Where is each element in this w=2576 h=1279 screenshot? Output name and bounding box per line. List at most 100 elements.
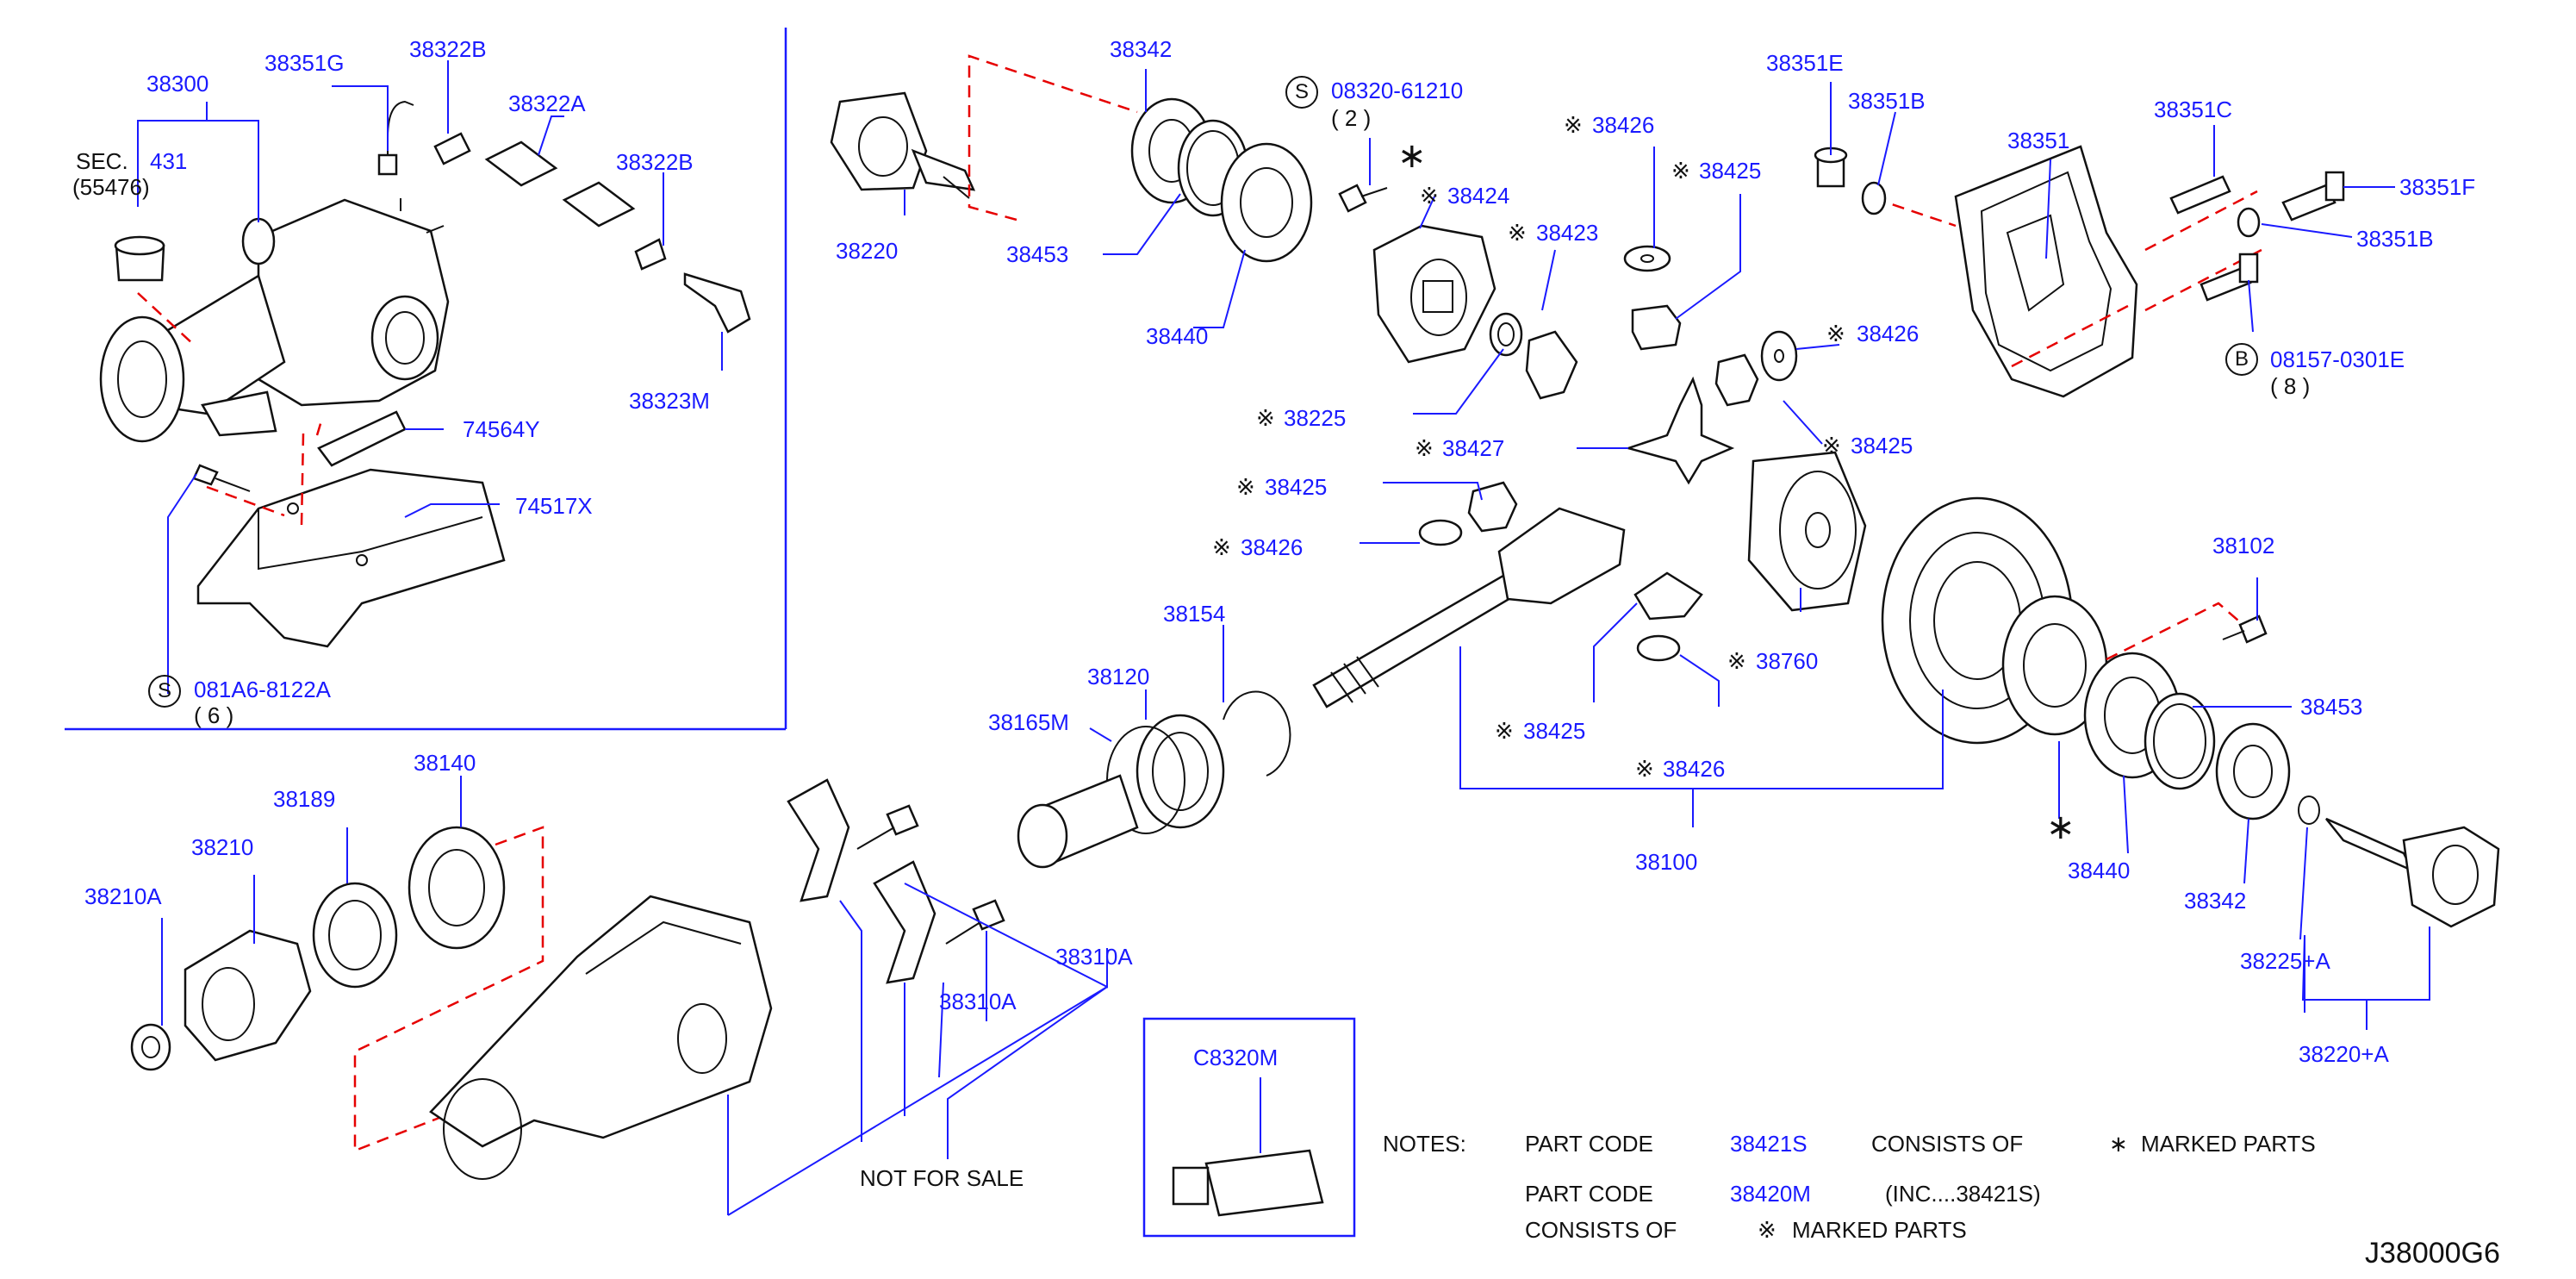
part-label-38322B[interactable]: 38322B <box>409 36 487 62</box>
guide-line <box>1873 197 1957 228</box>
part-label-38425[interactable]: 38425 <box>1851 433 1913 459</box>
part-label-38351B[interactable]: 38351B <box>2356 226 2434 252</box>
sealant-box-frame <box>1142 1017 1356 1238</box>
part-label-38323M[interactable]: 38323M <box>629 388 710 414</box>
differential-assembly-drawing <box>99 198 450 443</box>
part-label-38425[interactable]: 38425 <box>1265 474 1328 500</box>
pilot-bearing-38154-drawing <box>1223 690 1291 777</box>
notes-part-code-38420M[interactable]: 38420M <box>1730 1181 1811 1207</box>
part-label-38426[interactable]: 38426 <box>1241 534 1304 560</box>
guide-line <box>315 417 324 436</box>
part-label-38426[interactable]: 38426 <box>1857 321 1920 346</box>
part-label-38210[interactable]: 38210 <box>191 834 254 860</box>
part-label-38425[interactable]: 38425 <box>1699 158 1762 184</box>
sheet-code: J38000G6 <box>2365 1237 2500 1270</box>
part-label-38342[interactable]: 38342 <box>2184 888 2247 914</box>
part-label-38351E[interactable]: 38351E <box>1766 50 1844 76</box>
stud-38351C-drawing <box>2169 175 2231 215</box>
part-label-38426[interactable]: 38426 <box>1663 756 1726 782</box>
pinion-38425-right-drawing <box>1714 353 1759 407</box>
part-label-08157-0301E[interactable]: 08157-0301E <box>2270 346 2405 372</box>
flange-38210-drawing <box>184 929 312 1062</box>
part-label-38351C[interactable]: 38351C <box>2154 97 2233 122</box>
guide-line <box>353 826 544 1152</box>
part-label-38102[interactable]: 38102 <box>2212 533 2275 558</box>
part-label-38351F[interactable]: 38351F <box>2399 174 2476 200</box>
side-gear-38423-drawing <box>1525 330 1578 400</box>
part-label-38225[interactable]: 38225 <box>1284 405 1347 431</box>
part-label-38120[interactable]: 38120 <box>1087 664 1150 689</box>
part-label-38322A[interactable]: 38322A <box>508 90 586 116</box>
bearing-38120-drawing <box>1106 714 1225 834</box>
bolt-08157-drawing <box>2200 253 2259 302</box>
part-label-38225A[interactable]: 38225+A <box>2240 948 2330 974</box>
part-label-38351[interactable]: 38351 <box>2007 128 2070 153</box>
part-label-38342[interactable]: 38342 <box>1110 36 1173 62</box>
part-label-38154[interactable]: 38154 <box>1163 601 1226 627</box>
part-label-38760[interactable]: 38760 <box>1756 648 1819 674</box>
notes-line3-end: MARKED PARTS <box>1792 1217 1967 1243</box>
part-label-74564Y[interactable]: 74564Y <box>463 416 540 442</box>
diff-case-38424-drawing <box>1372 224 1496 364</box>
section-ref-number[interactable]: 431 <box>150 148 188 174</box>
notes-part-code-38421S[interactable]: 38421S <box>1730 1131 1808 1157</box>
oil-seal-38189-drawing <box>312 882 398 989</box>
notes-line1-prefix: PART CODE <box>1525 1131 1653 1157</box>
part-label-38351B[interactable]: 38351B <box>1848 88 1926 114</box>
part-label-38220A[interactable]: 38220+A <box>2299 1041 2389 1067</box>
part-label-74517X[interactable]: 74517X <box>515 493 593 519</box>
part-label-38100[interactable]: 38100 <box>1635 849 1698 875</box>
part-label-38424[interactable]: 38424 <box>1447 183 1510 209</box>
spacer-38453-right-drawing <box>2144 692 2216 790</box>
part-label-081A6-8122A[interactable]: 081A6-8122A <box>194 677 332 702</box>
cross-shaft-38427-drawing <box>1624 376 1735 485</box>
collapsible-spacer-38165M-drawing <box>1017 774 1139 869</box>
case-38760-drawing <box>1747 451 1867 612</box>
part-label-38165M[interactable]: 38165M <box>988 709 1069 735</box>
bolt-081A6-drawing <box>192 464 251 492</box>
guide-line <box>968 54 1138 221</box>
part-label-38140[interactable]: 38140 <box>414 750 476 776</box>
part-label-38440[interactable]: 38440 <box>1146 323 1209 349</box>
kome-marker: ※ <box>1236 474 1255 500</box>
washer-38426-right-drawing <box>1760 330 1798 382</box>
washer-38426-mid-drawing <box>1418 519 1681 662</box>
kome-marker: ※ <box>1635 756 1654 782</box>
part-label-38189[interactable]: 38189 <box>273 786 336 812</box>
s-circle-marker: S <box>148 675 181 708</box>
part-label-38423[interactable]: 38423 <box>1536 220 1599 246</box>
filler-plug-38351E-drawing <box>1814 147 1848 188</box>
kome-marker: ※ <box>1420 183 1439 209</box>
quantity-label: ( 2 ) <box>1331 105 1372 131</box>
notes-line2-suffix: (INC....38421S) <box>1885 1181 2041 1207</box>
part-label-38310A[interactable]: 38310A <box>1055 944 1133 970</box>
guide-line <box>2011 304 2129 368</box>
part-label-38440[interactable]: 38440 <box>2068 858 2131 883</box>
b-circle-marker: B <box>2225 343 2258 376</box>
clip-38322B-drawings <box>433 132 667 271</box>
part-label-38351G[interactable]: 38351G <box>264 50 345 76</box>
asterisk-marker: ∗ <box>1397 137 1427 175</box>
part-label-38310A[interactable]: 38310A <box>939 989 1017 1014</box>
part-label-38300[interactable]: 38300 <box>146 71 209 97</box>
asterisk-marker: ∗ <box>2109 1131 2128 1157</box>
part-label-38427[interactable]: 38427 <box>1442 435 1505 461</box>
part-label-38322B[interactable]: 38322B <box>616 149 694 175</box>
bolt-38102-drawing <box>2222 615 2268 644</box>
gasket-38351B-drawing <box>1861 181 2261 238</box>
part-label-08320-61210[interactable]: 08320-61210 <box>1331 78 1464 103</box>
s-circle-marker: S <box>1285 76 1318 109</box>
rear-cover-38351-drawing <box>1954 145 2138 398</box>
part-label-38453[interactable]: 38453 <box>2300 694 2363 720</box>
guide-line <box>2106 602 2239 661</box>
kome-marker: ※ <box>1671 158 1690 184</box>
part-label-38453[interactable]: 38453 <box>1006 241 1069 267</box>
part-label-38426[interactable]: 38426 <box>1592 112 1655 138</box>
part-label-38210A[interactable]: 38210A <box>84 883 162 909</box>
part-label-C8320M[interactable]: C8320M <box>1193 1045 1279 1070</box>
bearing-38342-right-drawing <box>2215 722 2291 820</box>
guide-line <box>2144 190 2258 252</box>
part-label-38220[interactable]: 38220 <box>836 238 899 264</box>
part-label-38425[interactable]: 38425 <box>1523 718 1586 744</box>
